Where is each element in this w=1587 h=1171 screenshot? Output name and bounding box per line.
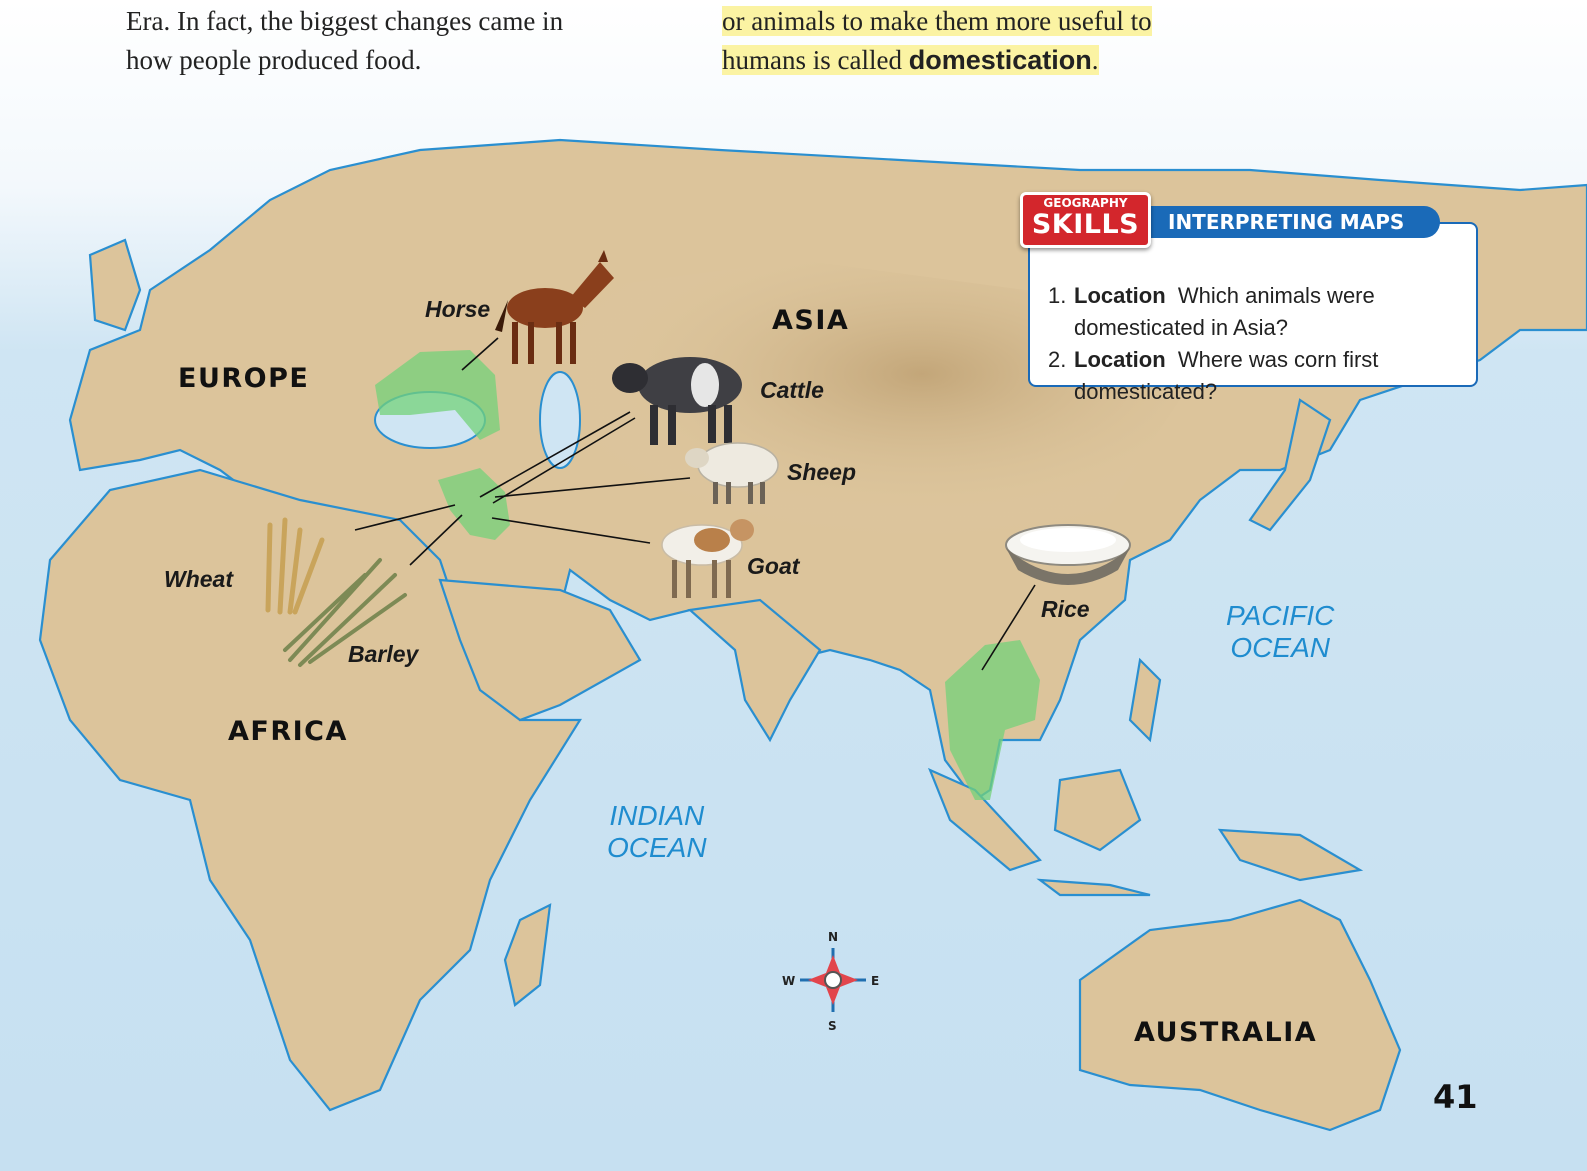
barley-label: Barley [348,641,419,667]
q1-text: Which animals were domesticated in Asia? [1074,283,1375,340]
goat-leader [491,517,651,544]
rice-bowl-icon [1005,524,1131,585]
horse-icon [495,250,614,364]
australia-label: AUSTRALIA [1134,1017,1318,1048]
sheep-label: Sheep [787,459,857,485]
caspian-sea [539,371,581,469]
compass-south-label: S [828,1019,837,1033]
horse-domestication-zone [375,350,500,440]
cattle-leader-2 [479,411,631,498]
australia-landmass [1078,898,1402,1132]
pacific-ocean-label: PACIFIC OCEAN [1226,600,1335,663]
sheep-icon [685,442,779,504]
arabian-peninsula [438,578,642,722]
africa-landmass [38,468,582,1112]
left-line-2: how people produced food. [126,45,422,75]
europe-label: EUROPE [178,363,310,394]
africa-label: AFRICA [228,716,348,747]
wheat-icon [265,517,325,615]
barley-leader [409,514,463,566]
sheep-leader [494,477,691,498]
right-column-text: or animals to make them more useful to h… [722,2,1152,80]
q1-number: 1. [1048,283,1067,308]
geography-skills-badge: GEOGRAPHY SKILLS [1020,192,1151,248]
philippines [1128,657,1162,743]
british-isles [88,238,142,332]
compass-north-label: N [828,930,839,944]
rice-leader [981,584,1036,671]
horse-leader [461,337,499,371]
right-line-2-pre: humans is called [722,45,909,75]
java [1036,878,1151,897]
wheat-label: Wheat [164,566,233,592]
madagascar [503,903,552,1007]
fertile-crescent-zone [438,468,510,540]
goat-label: Goat [747,553,800,579]
asia-relief-shading [500,260,1180,560]
cattle-icon [612,357,742,445]
rice-label: Rice [1041,596,1090,622]
indian-subcontinent [687,598,822,743]
horse-label: Horse [425,296,491,322]
indian-ocean-label: INDIAN OCEAN [607,800,707,863]
left-column-text: Era. In fact, the biggest changes came i… [126,2,563,80]
right-line-1: or animals to make them more useful to [722,6,1152,36]
rice-domestication-zone [945,640,1040,800]
barley-icon [283,558,407,667]
borneo [1053,768,1142,852]
q1-label: Location [1074,283,1166,308]
badge-top-text: GEOGRAPHY [1043,196,1128,210]
geography-skills-panel: 1. Location Which animals were domestica… [1020,192,1480,404]
q2-number: 2. [1048,347,1067,372]
new-guinea [1217,828,1364,882]
page-number: 41 [1433,1078,1478,1116]
compass-east-label: E [871,974,880,988]
q2-label: Location [1074,347,1166,372]
cattle-label: Cattle [760,377,824,403]
right-line-2-post: . [1091,45,1099,75]
goat-icon [661,519,754,598]
compass-rose [800,948,866,1012]
sumatra [927,767,1042,872]
interpreting-maps-tab: INTERPRETING MAPS [1150,206,1440,238]
compass-west-label: W [782,974,796,988]
japan [1248,398,1332,532]
domestication-term: domestication [908,45,1092,75]
skills-question-box: 1. Location Which animals were domestica… [1028,222,1478,404]
asia-label: ASIA [772,305,850,336]
left-line-1: Era. In fact, the biggest changes came i… [126,6,564,36]
badge-main-text: SKILLS [1031,209,1140,240]
q2-text: Where was corn first domesticated? [1074,347,1379,404]
cattle-leader [492,417,636,504]
wheat-leader [354,504,456,531]
